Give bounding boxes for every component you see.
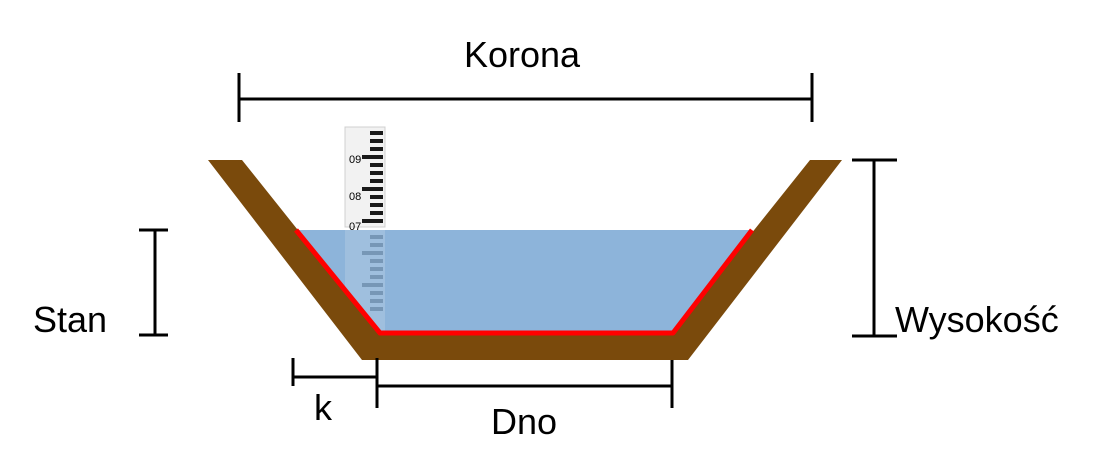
k-label: k xyxy=(314,387,333,428)
stan-label: Stan xyxy=(33,299,107,340)
dno-dimension xyxy=(377,360,674,408)
water-body xyxy=(296,230,752,333)
gauge-ticks xyxy=(362,131,383,223)
korona-label: Korona xyxy=(464,34,581,75)
gauge-number: 09 xyxy=(349,154,361,166)
korona-dimension xyxy=(237,73,814,122)
wysokosc-dimension xyxy=(852,158,897,338)
wysokosc-label: Wysokość xyxy=(895,299,1059,340)
gauge-board xyxy=(344,126,386,228)
k-dimension xyxy=(291,358,379,408)
gauge-number: 08 xyxy=(349,191,361,203)
dno-label: Dno xyxy=(491,401,557,442)
wetted-perimeter-line xyxy=(294,228,754,336)
staff-gauge: 09 08 07 xyxy=(344,126,386,333)
stan-dimension xyxy=(139,228,168,337)
gauge-number: 07 xyxy=(349,221,361,233)
